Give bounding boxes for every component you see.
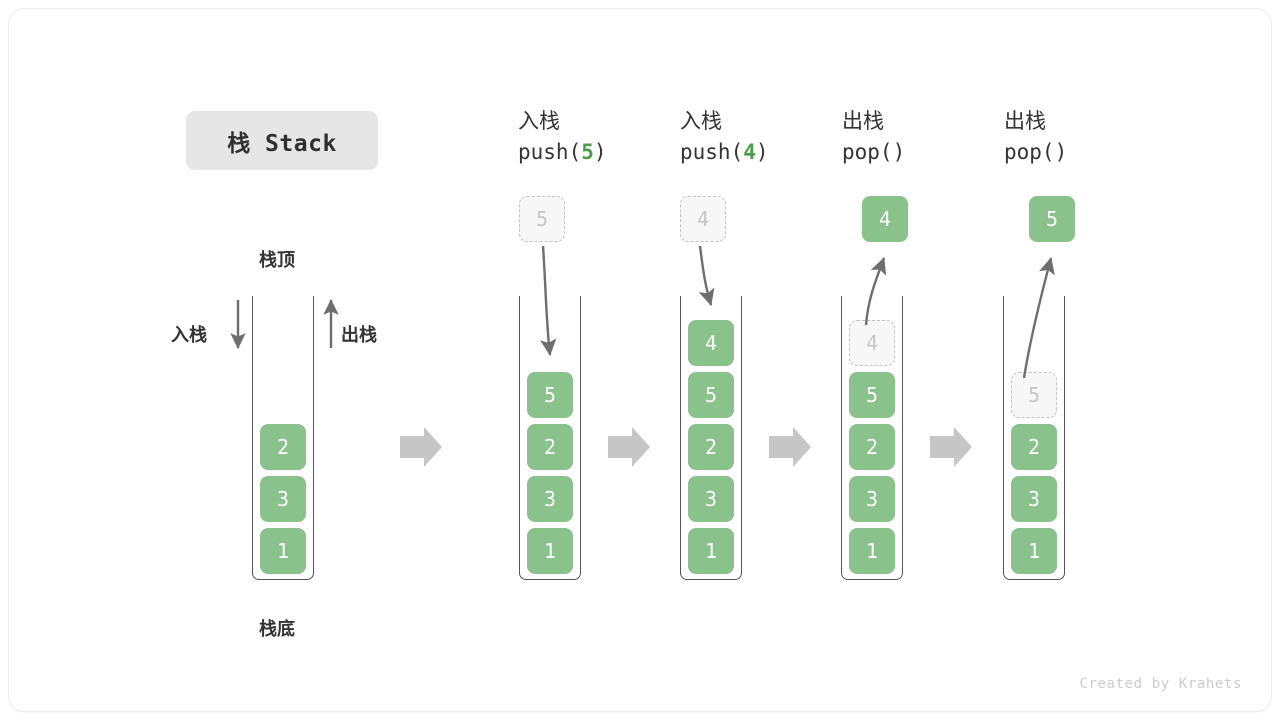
op-code-prefix: push( bbox=[518, 140, 582, 164]
stack-cell: 3 bbox=[1011, 476, 1057, 522]
stack-cell: 3 bbox=[260, 476, 306, 522]
stack-cell: 3 bbox=[527, 476, 573, 522]
stage-op-cn: 出栈 bbox=[842, 109, 884, 133]
stage-header: 入栈 push(4) bbox=[680, 106, 769, 168]
stack-cell: 2 bbox=[1011, 424, 1057, 470]
stage-stack-container: 5 2 3 1 bbox=[1003, 296, 1065, 580]
diagram-title: 栈 Stack bbox=[186, 111, 378, 170]
stage-op-cn: 出栈 bbox=[1004, 109, 1046, 133]
stack-cell: 1 bbox=[527, 528, 573, 574]
stage-header: 入栈 push(5) bbox=[518, 106, 607, 168]
incoming-ghost-cell: 5 bbox=[519, 196, 565, 242]
stack-cell: 5 bbox=[849, 372, 895, 418]
stage-stack-container: 4 5 2 3 1 bbox=[680, 296, 742, 580]
stack-cell: 1 bbox=[1011, 528, 1057, 574]
stack-walls bbox=[1003, 296, 1065, 580]
vacated-ghost-cell: 5 bbox=[1011, 372, 1057, 418]
pop-side-label: 出栈 bbox=[341, 325, 377, 346]
stack-top-label: 栈顶 bbox=[259, 250, 295, 271]
stack-walls bbox=[519, 296, 581, 580]
stack-cell: 3 bbox=[849, 476, 895, 522]
popped-cell: 5 bbox=[1029, 196, 1075, 242]
stack-cell: 5 bbox=[688, 372, 734, 418]
op-code-suffix: ) bbox=[593, 140, 607, 164]
stack-cell: 5 bbox=[527, 372, 573, 418]
stage-op-code: pop() bbox=[1004, 137, 1067, 168]
stack-cell: 1 bbox=[849, 528, 895, 574]
incoming-ghost-cell: 4 bbox=[680, 196, 726, 242]
op-code-arg: 4 bbox=[743, 140, 756, 164]
popped-cell: 4 bbox=[862, 196, 908, 242]
stack-walls bbox=[252, 296, 314, 580]
stage-stack-container: 4 5 2 3 1 bbox=[841, 296, 903, 580]
op-code-prefix: pop( bbox=[1004, 140, 1055, 164]
stage-stack-container: 5 2 3 1 bbox=[519, 296, 581, 580]
push-side-label: 入栈 bbox=[171, 325, 207, 346]
op-code-suffix: ) bbox=[892, 140, 906, 164]
stage-op-code: pop() bbox=[842, 137, 905, 168]
watermark-credit: Created by Krahets bbox=[1079, 676, 1242, 692]
stage-op-cn: 入栈 bbox=[680, 109, 722, 133]
stack-bottom-label: 栈底 bbox=[259, 619, 295, 640]
stage-op-cn: 入栈 bbox=[518, 109, 560, 133]
stack-cell: 2 bbox=[527, 424, 573, 470]
op-code-suffix: ) bbox=[755, 140, 769, 164]
stage-op-code: push(5) bbox=[518, 137, 607, 168]
op-code-arg: 5 bbox=[581, 140, 594, 164]
stack-cell: 2 bbox=[688, 424, 734, 470]
stack-cell: 1 bbox=[688, 528, 734, 574]
stack-walls bbox=[680, 296, 742, 580]
stack-cell: 2 bbox=[260, 424, 306, 470]
stage-op-code: push(4) bbox=[680, 137, 769, 168]
vacated-ghost-cell: 4 bbox=[849, 320, 895, 366]
stage-header: 出栈 pop() bbox=[1004, 106, 1067, 168]
op-code-prefix: pop( bbox=[842, 140, 893, 164]
stack-cell: 2 bbox=[849, 424, 895, 470]
op-code-prefix: push( bbox=[680, 140, 744, 164]
stack-cell: 3 bbox=[688, 476, 734, 522]
stack-cell: 4 bbox=[688, 320, 734, 366]
stack-cell: 1 bbox=[260, 528, 306, 574]
op-code-suffix: ) bbox=[1054, 140, 1068, 164]
stage-header: 出栈 pop() bbox=[842, 106, 905, 168]
base-stack-container: 2 3 1 bbox=[252, 296, 314, 580]
stack-walls bbox=[841, 296, 903, 580]
